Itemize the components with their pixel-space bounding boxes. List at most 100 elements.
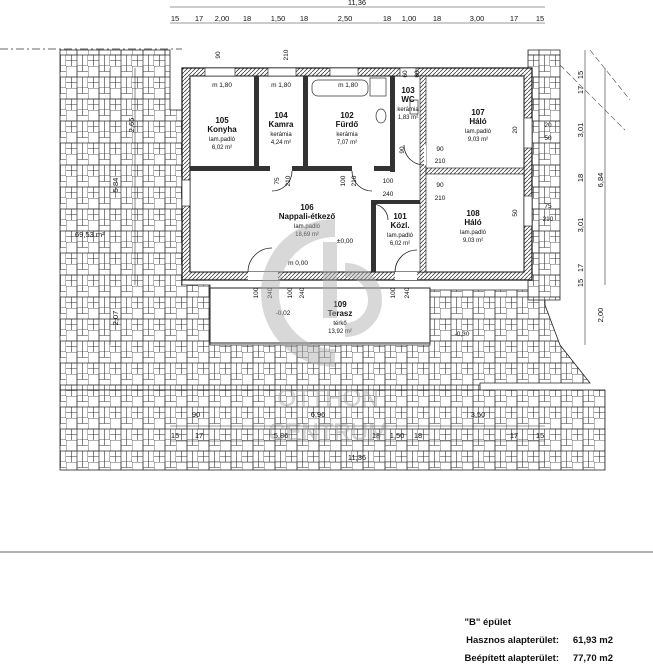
room-name: Fürdő <box>336 120 359 129</box>
window-mark: m 1,80 <box>212 82 232 89</box>
room-area: 1,83 m² <box>398 115 418 121</box>
room-area: 7,07 m² <box>337 140 357 146</box>
room-area: 6,02 m² <box>390 241 410 247</box>
room-number: 106 <box>300 203 314 212</box>
opening-mark: 90 <box>215 51 222 59</box>
room-floor: lam.padló <box>209 137 236 143</box>
room-floor: lam.padló <box>294 224 321 230</box>
room-name: Konyha <box>207 125 237 134</box>
room-area: 6,02 m² <box>212 145 232 151</box>
opening-mark: 100 <box>390 287 397 298</box>
bottom-dim: 17 <box>510 431 518 440</box>
room-area: 9,03 m² <box>468 137 488 143</box>
top-dim: 15 <box>171 14 179 23</box>
opening-mark: 240 <box>404 287 411 298</box>
room-number: 107 <box>471 108 485 117</box>
window-mark: m 1,80 <box>338 82 358 89</box>
top-dim: 2,00 <box>215 14 230 23</box>
opening-mark: 100 <box>287 287 294 298</box>
room-number: 108 <box>466 209 480 218</box>
bottom-dim: 17 <box>195 431 203 440</box>
room-area: 18,69 m² <box>295 232 319 238</box>
window-mark: m 0,00 <box>288 260 308 267</box>
left-dim: 5,84 <box>111 178 120 193</box>
bottom-dim: 1,50 <box>390 431 405 440</box>
top-dim: 18 <box>300 14 308 23</box>
top-dim: 17 <box>510 14 518 23</box>
building-walls <box>181 67 533 281</box>
opening-mark: 90 <box>399 146 406 154</box>
watermark-line2: CENTRUM <box>268 419 388 446</box>
right-dim: 6,84 <box>596 173 605 188</box>
useful-area-label: Hasznos alapterület: <box>466 634 559 646</box>
building-title: "B" épület <box>464 616 511 628</box>
top-dim: 18 <box>433 14 441 23</box>
room-name: WC <box>401 95 415 104</box>
right-dim: 17 <box>576 264 585 272</box>
terrace <box>209 287 431 344</box>
bottom-dim: 6,96 <box>311 410 326 419</box>
opening-mark: 210 <box>285 175 292 186</box>
room-number: 103 <box>401 86 415 95</box>
left-dim: 2,65 <box>127 118 136 133</box>
room-name: Nappali-étkező <box>279 212 336 221</box>
opening-mark: 20 <box>512 126 519 134</box>
room-area: 9,03 m² <box>463 238 483 244</box>
area-summary: "B" épület Hasznos alapterület: 61,93 m2… <box>465 613 614 667</box>
level-mark: -0,30 <box>455 331 470 338</box>
room-number: 101 <box>393 212 407 221</box>
room-floor: kerámia <box>336 132 358 138</box>
bottom-total-dim: 11,36 <box>348 453 366 462</box>
opening-mark: 210 <box>283 49 290 60</box>
right-dim: 15 <box>576 71 585 79</box>
right-dim: 3,01 <box>576 123 585 138</box>
watermark-logo: OTTHON CENTRUM <box>261 219 388 446</box>
right-dim: 2,00 <box>596 308 605 323</box>
bottom-dim: 15 <box>171 431 179 440</box>
room-number: 109 <box>333 300 347 309</box>
opening-marks: 90 210 75 210 100 210 90 210 90 210 100 240 100 240 10… <box>215 49 554 298</box>
bottom-dim: 3,50 <box>471 410 486 419</box>
site-area-label: 69,53 m² <box>75 230 105 239</box>
room-floor: térkő <box>333 321 347 327</box>
dimension-lines <box>109 6 606 463</box>
built-area-value: 77,70 m2 <box>572 652 613 664</box>
room-floor: lam.padló <box>460 230 487 236</box>
room-number: 102 <box>340 111 354 120</box>
room-name: Háló <box>469 117 486 126</box>
opening-mark: 210 <box>351 175 358 186</box>
level-marks: ±0,00-0,02-0,30 <box>276 238 470 338</box>
opening-mark: 75 <box>544 203 552 210</box>
room-name: Kamra <box>269 120 294 129</box>
top-dim: 1,50 <box>271 14 286 23</box>
right-dim: 3,01 <box>576 218 585 233</box>
top-dim: 18 <box>383 14 391 23</box>
right-dim: 18 <box>576 174 585 182</box>
level-mark: -0,02 <box>276 310 291 317</box>
room-number: 104 <box>274 111 288 120</box>
room-floor: lam.padló <box>465 129 492 135</box>
opening-mark: 60 <box>414 70 421 78</box>
opening-mark: 90 <box>436 146 444 153</box>
room-area: 4,24 m² <box>271 140 291 146</box>
top-dim: 3,00 <box>470 14 485 23</box>
opening-mark: 100 <box>383 178 394 185</box>
right-dim: 15 <box>576 279 585 287</box>
bottom-dim: 5,86 <box>274 431 289 440</box>
room-name: Terasz <box>328 309 353 318</box>
top-dim: 18 <box>243 14 251 23</box>
top-dim: 17 <box>195 14 203 23</box>
opening-mark: 210 <box>435 158 446 165</box>
bottom-dim: 18 <box>372 431 380 440</box>
opening-mark: 240 <box>299 287 306 298</box>
top-dim: 1,00 <box>402 14 417 23</box>
watermark-line1: OTTHON <box>277 385 378 412</box>
opening-mark: 210 <box>435 195 446 202</box>
bottom-dim: 90 <box>192 410 200 419</box>
top-total-dim: 11,36 <box>348 0 366 7</box>
